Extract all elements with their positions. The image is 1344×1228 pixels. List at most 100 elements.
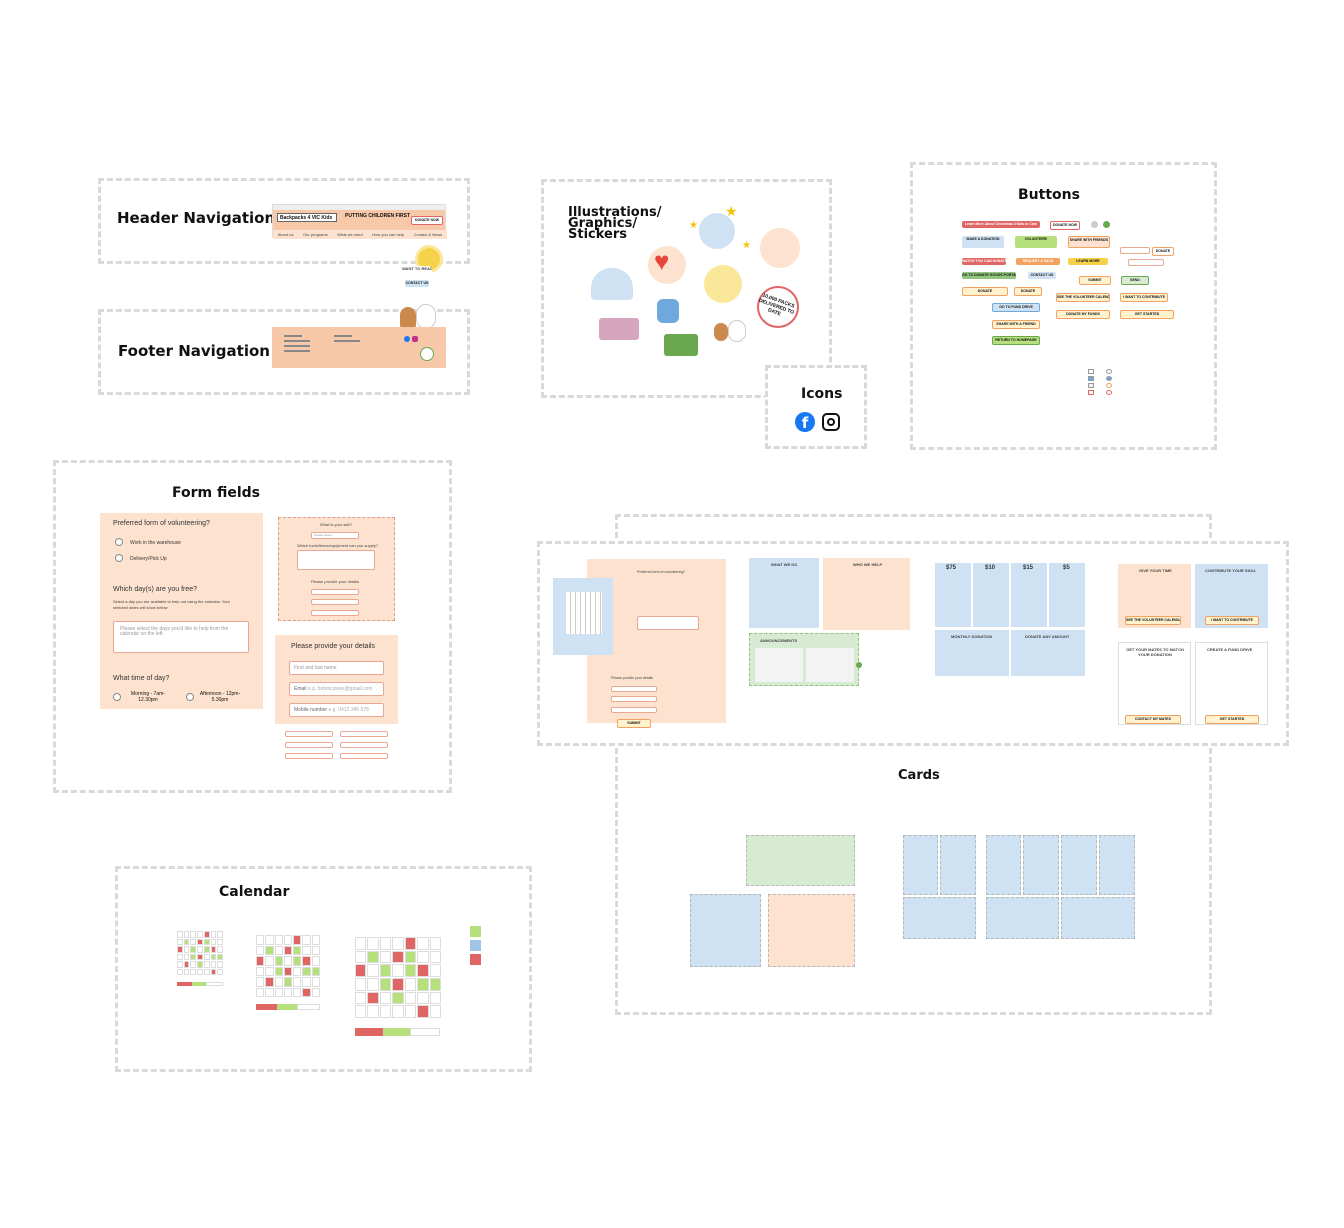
calendar-day[interactable] — [190, 961, 197, 968]
calendar-day[interactable] — [417, 977, 429, 991]
calendar-day[interactable] — [379, 1005, 392, 1018]
announcement-item[interactable] — [806, 648, 854, 682]
calendar-day[interactable] — [283, 945, 293, 955]
card-mobile-field[interactable] — [611, 707, 657, 713]
calendar-day[interactable] — [274, 966, 283, 976]
calendar-day[interactable] — [293, 987, 302, 997]
contact-mates-button[interactable]: CONTACT MY MATES — [1125, 715, 1181, 724]
calendar-day[interactable] — [355, 950, 367, 964]
calendar-day[interactable] — [203, 946, 210, 953]
calendar-day[interactable] — [429, 950, 441, 964]
calendar-day[interactable] — [417, 964, 429, 977]
calendar-day[interactable] — [256, 945, 265, 955]
calendar-medium[interactable] — [256, 935, 320, 997]
calendar-day[interactable] — [210, 938, 217, 945]
chevron-right-icon[interactable] — [856, 662, 862, 668]
donate-2-button[interactable]: DONATE — [1014, 287, 1042, 296]
calendar-day[interactable] — [197, 961, 203, 968]
calendar-day[interactable] — [217, 946, 223, 953]
calendar-day[interactable] — [417, 1005, 429, 1018]
calendar-day[interactable] — [265, 956, 274, 966]
state-field-6[interactable] — [340, 753, 388, 759]
calendar-day[interactable] — [190, 931, 197, 938]
calendar-day[interactable] — [302, 956, 311, 966]
calendar-day[interactable] — [210, 931, 217, 938]
skill-name-field[interactable] — [311, 589, 359, 595]
calendar-day[interactable] — [379, 991, 392, 1005]
donate-goods-button[interactable]: GO TO DONATE GOODS PORTAL — [962, 272, 1016, 279]
state-field-1[interactable] — [285, 731, 333, 737]
calendar-day[interactable] — [256, 987, 265, 997]
calendar-day[interactable] — [417, 950, 429, 964]
calendar-day[interactable] — [379, 937, 392, 950]
calendar-day[interactable] — [274, 956, 283, 966]
fund-drive-button[interactable]: GO TO FUND DRIVE — [992, 303, 1040, 312]
nav-about[interactable]: About us — [277, 232, 294, 237]
calendar-day[interactable] — [311, 977, 320, 987]
checkbox-group[interactable] — [1088, 369, 1094, 399]
contact-button[interactable]: CONTACT US — [1028, 272, 1056, 279]
button-input-field[interactable] — [1120, 247, 1150, 254]
calendar-day[interactable] — [293, 966, 302, 976]
calendar-day[interactable] — [203, 968, 210, 975]
calendar-day[interactable] — [197, 953, 203, 960]
card-name-field[interactable] — [611, 686, 657, 692]
calendar-day[interactable] — [404, 1005, 417, 1018]
volunteer-calendar-button[interactable]: SEE THE VOLUNTEER CALENDAR — [1056, 293, 1110, 302]
calendar-day[interactable] — [429, 991, 441, 1005]
calendar-day[interactable] — [265, 977, 274, 987]
calendar-large[interactable] — [355, 937, 441, 1018]
return-homepage-button[interactable]: RETURN TO HOMEPAGE — [992, 336, 1040, 345]
calendar-day[interactable] — [274, 935, 283, 945]
calendar-day[interactable] — [404, 977, 417, 991]
nav-programs[interactable]: Our programs — [303, 232, 328, 237]
calendar-day[interactable] — [367, 977, 379, 991]
share-friends-button[interactable]: SHARE WITH FRIENDS — [1068, 236, 1110, 248]
calendar-day[interactable] — [256, 966, 265, 976]
calendar-day[interactable] — [256, 956, 265, 966]
calendar-day[interactable] — [203, 953, 210, 960]
calendar-day[interactable] — [429, 964, 441, 977]
calendar-day[interactable] — [293, 956, 302, 966]
state-field-3[interactable] — [285, 742, 333, 748]
radio-warehouse[interactable] — [115, 538, 123, 546]
calendar-day[interactable] — [265, 987, 274, 997]
calendar-day[interactable] — [265, 966, 274, 976]
calendar-day[interactable] — [283, 956, 293, 966]
calendar-day[interactable] — [197, 931, 203, 938]
want-contribute-button[interactable]: I WANT TO CONTRIBUTE — [1205, 616, 1259, 625]
calendar-day[interactable] — [355, 964, 367, 977]
calendar-day[interactable] — [283, 987, 293, 997]
share-friend-button[interactable]: SHARE WITH A FRIEND — [992, 320, 1040, 329]
calendar-day[interactable] — [367, 1005, 379, 1018]
calendar-day[interactable] — [302, 945, 311, 955]
calendar-day[interactable] — [392, 1005, 404, 1018]
calendar-day[interactable] — [183, 961, 190, 968]
calendar-day[interactable] — [183, 953, 190, 960]
calendar-day[interactable] — [355, 991, 367, 1005]
calendar-day[interactable] — [274, 977, 283, 987]
logo[interactable]: Backpacks 4 VIC Kids — [277, 213, 337, 222]
calendar-day[interactable] — [302, 935, 311, 945]
calendar-day[interactable] — [367, 991, 379, 1005]
calendar-day[interactable] — [210, 961, 217, 968]
calendar-day[interactable] — [367, 964, 379, 977]
calendar-day[interactable] — [197, 938, 203, 945]
calendar-day[interactable] — [429, 1005, 441, 1018]
calendar-day[interactable] — [197, 946, 203, 953]
skill-email-field[interactable] — [311, 599, 359, 605]
calendar-day[interactable] — [429, 977, 441, 991]
calendar-day[interactable] — [302, 977, 311, 987]
calendar-day[interactable] — [311, 956, 320, 966]
calendar-day[interactable] — [203, 931, 210, 938]
calendar-day[interactable] — [293, 977, 302, 987]
calendar-day[interactable] — [311, 935, 320, 945]
calendar-day[interactable] — [355, 937, 367, 950]
calendar-day[interactable] — [183, 931, 190, 938]
arrow-right-icon[interactable] — [1103, 221, 1110, 228]
calendar-day[interactable] — [217, 938, 223, 945]
calendar-day[interactable] — [283, 966, 293, 976]
calendar-day[interactable] — [367, 937, 379, 950]
card-days-textarea[interactable] — [637, 616, 699, 630]
calendar-day[interactable] — [379, 964, 392, 977]
